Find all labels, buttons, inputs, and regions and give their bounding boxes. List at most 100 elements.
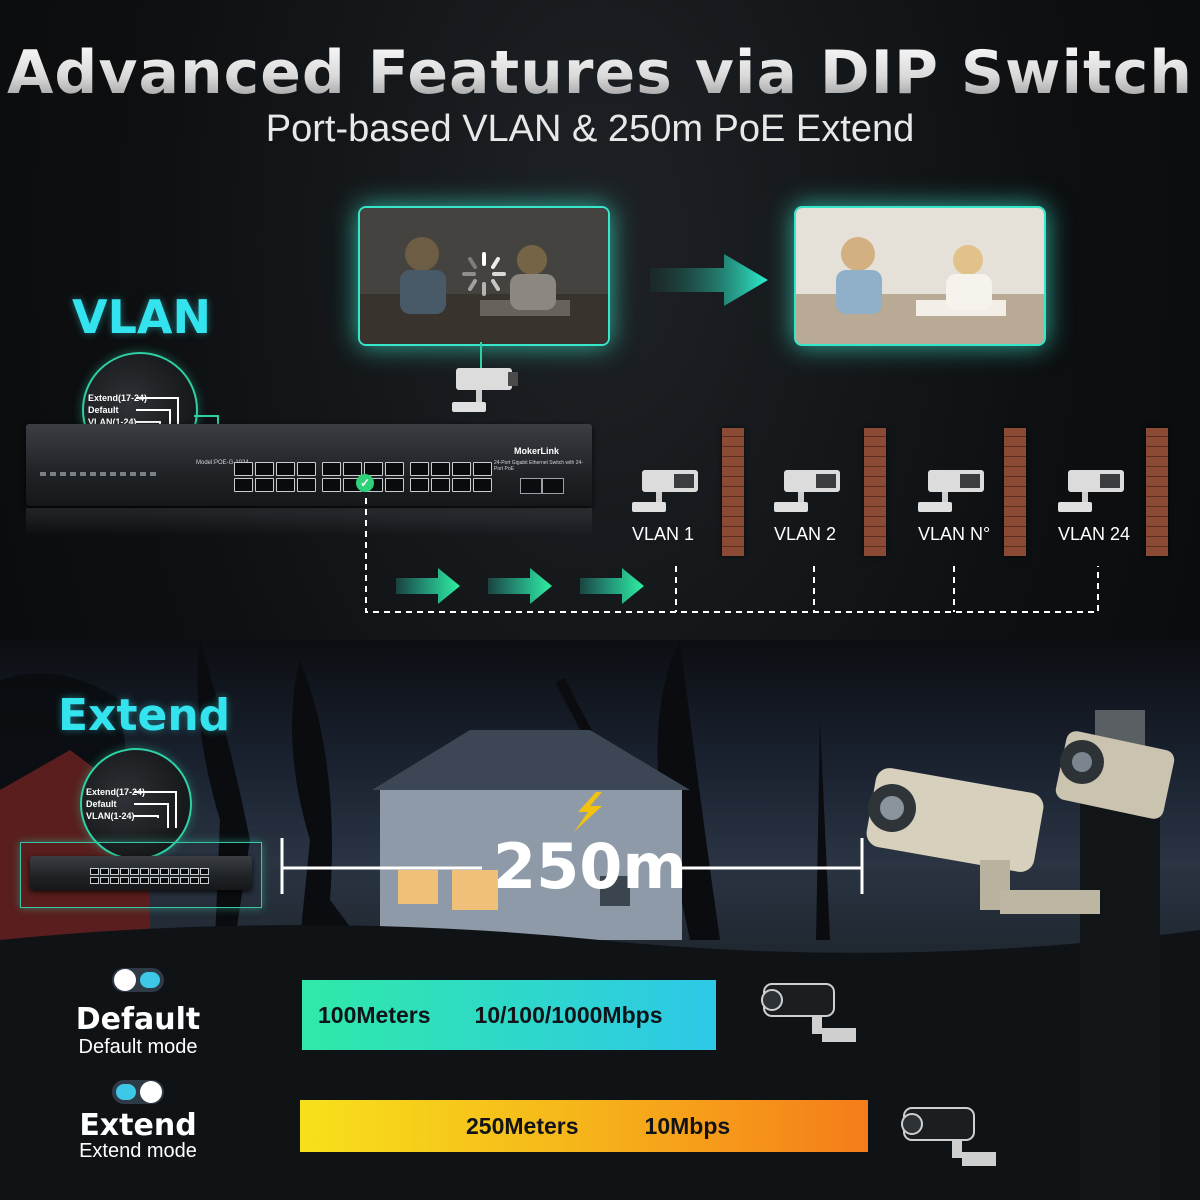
ethernet-port [190,868,199,875]
ethernet-port [234,478,253,492]
vlan-camera-label: VLAN 1 [632,524,695,544]
ethernet-port [322,462,341,476]
subtitle: Port-based VLAN & 250m PoE Extend [265,108,915,150]
toggle-knob [114,969,136,991]
default-speed: 10/100/1000Mbps [474,1001,663,1028]
bullet-camera-icon [761,983,856,1042]
switch-brand: MokerLink [514,446,560,456]
ethernet-port [255,462,274,476]
ethernet-port [110,877,119,884]
vlan-routing-lines [365,498,1099,613]
extend-distance: 250Meters [466,1112,579,1139]
ethernet-port [180,877,189,884]
ethernet-port [255,478,274,492]
ethernet-port [170,868,179,875]
toggle-extend[interactable] [112,1080,164,1104]
cctv-camera-icon [918,470,984,512]
sfp-port [542,478,564,494]
loading-spinner-icon [462,252,506,296]
dip-option-extend-2: Extend(17-24) [86,787,146,797]
toggle-knob [140,1081,162,1103]
cctv-camera-icon [452,368,518,412]
ethernet-port [410,478,429,492]
firewall-wall [864,428,886,556]
dip-switch-lines-2 [134,791,177,828]
status-led [50,472,56,476]
status-led [130,472,136,476]
extend-bar: 250Meters 10Mbps [300,1100,868,1152]
distance-measure [280,838,864,894]
kids-scene-dim [360,208,608,344]
vlan-camera-label: VLAN 24 [1058,524,1131,544]
mode-default: Default Default mode 100Meters 10/100/10… [0,960,1200,1060]
mode-extend: Extend Extend mode 250Meters 10Mbps [0,1074,1200,1184]
dip-option-vlan-2: VLAN(1-24) [86,811,135,821]
ethernet-port [431,462,450,476]
mode-subtitle: Default mode [78,1036,198,1058]
poe-switch: MokerLink 24-Port Gigabit Ethernet Switc… [26,424,592,506]
ethernet-port [410,462,429,476]
headline: Advanced Features via DIP Switch [0,38,1200,108]
vlan-label: VLAN [72,290,212,344]
mode-title: Extend [79,1108,197,1143]
cctv-camera-icon [1058,470,1124,512]
status-led [70,472,76,476]
ethernet-port [322,478,341,492]
dip-option-default: Default [88,405,119,415]
ethernet-port [190,877,199,884]
ethernet-port [473,462,492,476]
ethernet-port [160,868,169,875]
ethernet-port [150,877,159,884]
switch-model: Model:POE-G-1024 [196,460,249,466]
poe-switch-small [30,856,252,890]
frame-clear [794,206,1046,346]
mode-subtitle: Extend mode [79,1140,197,1162]
ethernet-port [160,877,169,884]
security-camera-large-icon [866,731,1175,914]
check-icon: ✓ [356,474,374,492]
status-led [40,472,46,476]
toggle-default[interactable] [112,968,164,992]
ethernet-port [431,478,450,492]
status-led [140,472,146,476]
cctv-camera-icon [632,470,698,512]
connector-line [480,342,482,370]
ethernet-port [343,462,362,476]
status-led [110,472,116,476]
ethernet-port [473,478,492,492]
ethernet-port [364,462,383,476]
switch-desc: 24-Port Gigabit Ethernet Switch with 24-… [494,460,583,472]
default-bar: 100Meters 10/100/1000Mbps [302,980,716,1050]
status-led [120,472,126,476]
firewall-wall [722,428,744,556]
ethernet-port [385,478,404,492]
ethernet-port [110,868,119,875]
ethernet-port [385,462,404,476]
ethernet-port [276,462,295,476]
status-led [60,472,66,476]
status-led [150,472,156,476]
ethernet-port [130,877,139,884]
ethernet-port [180,868,189,875]
dip-option-extend: Extend(17-24) [88,393,148,403]
extend-speed: 10Mbps [644,1112,731,1139]
ethernet-port [150,868,159,875]
dip-option-default-2: Default [86,799,117,809]
dip-option-vlan: VLAN(1-24) [88,417,137,427]
lightning-icon [574,792,602,832]
status-led [90,472,96,476]
ethernet-port [140,868,149,875]
ethernet-port [297,478,316,492]
arrow-right-icon [650,254,768,306]
ethernet-port [90,877,99,884]
status-led [80,472,86,476]
ethernet-port [100,868,109,875]
firewall-wall [1004,428,1026,556]
ethernet-port [452,478,471,492]
firewall-wall [1146,428,1168,556]
ethernet-port [140,877,149,884]
switch-reflection [26,508,592,536]
vlan-camera-label: VLAN N° [918,524,991,544]
vlan-camera-label: VLAN 2 [774,524,837,544]
